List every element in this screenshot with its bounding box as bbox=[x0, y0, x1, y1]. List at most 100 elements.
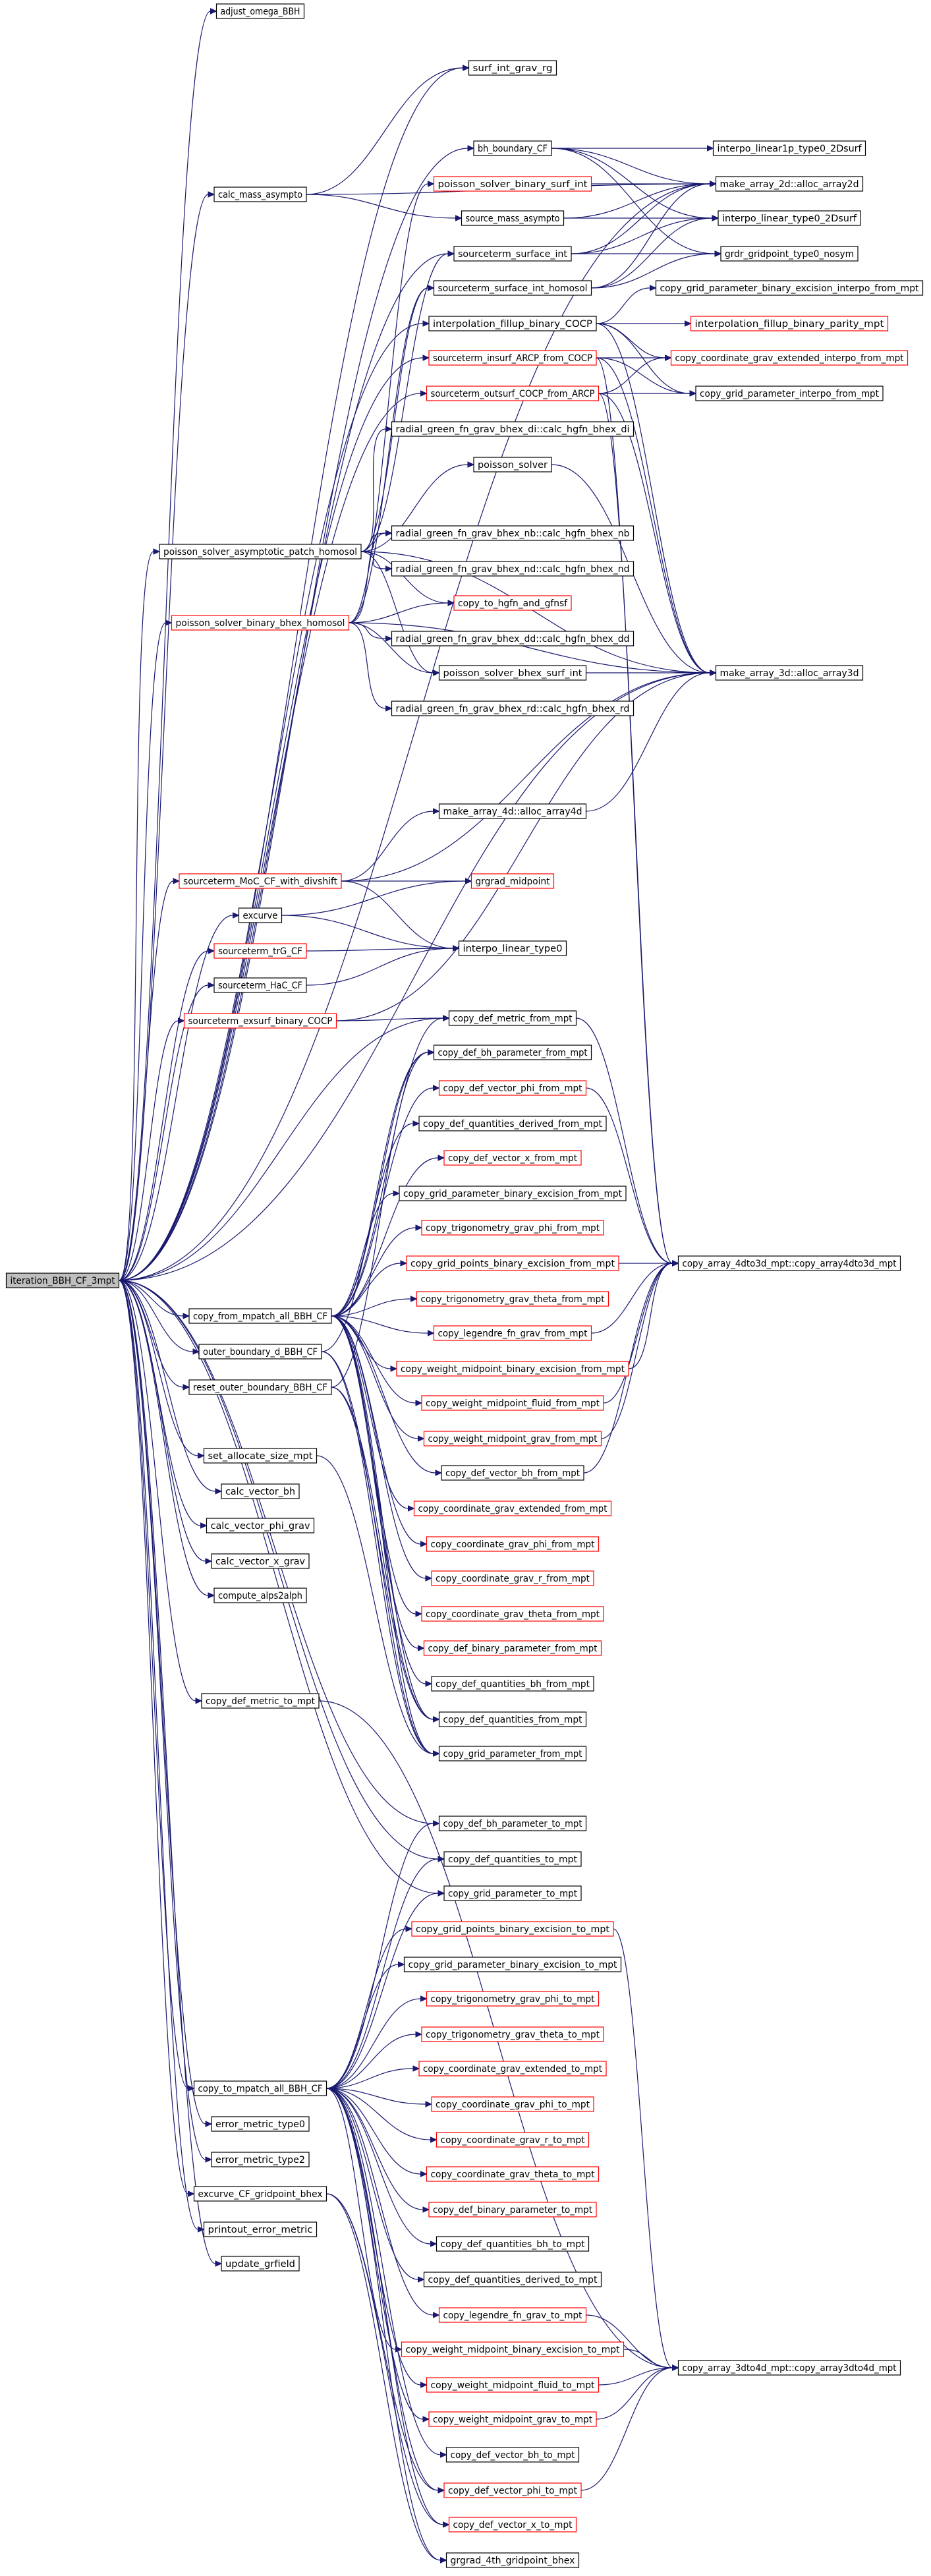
node-grgrad-midpoint[interactable]: grgrad_midpoint bbox=[470, 873, 555, 889]
node-make-array-3d[interactable]: make_array_3d::alloc_array3d bbox=[715, 665, 864, 681]
node-sourceterm-trg[interactable]: sourceterm_trG_CF bbox=[213, 943, 307, 959]
node-source-mass-asympto[interactable]: source_mass_asympto bbox=[461, 210, 565, 226]
node-radial-dd[interactable]: radial_green_fn_grav_bhex_dd::calc_hgfn_… bbox=[391, 631, 635, 646]
node-copy-def-metric-to[interactable]: copy_def_metric_to_mpt bbox=[201, 1693, 320, 1709]
node-calc-mass-asympto[interactable]: calc_mass_asympto bbox=[213, 186, 307, 202]
node-copy-def-vector-bh-from[interactable]: copy_def_vector_bh_from_mpt bbox=[441, 1465, 584, 1481]
node-set-allocate[interactable]: set_allocate_size_mpt bbox=[203, 1448, 318, 1464]
node-calc-vector-bh[interactable]: calc_vector_bh bbox=[221, 1483, 300, 1499]
node-interp-fillup-parity[interactable]: interpolation_fillup_binary_parity_mpt bbox=[690, 316, 889, 331]
node-copy-weight-grav-from[interactable]: copy_weight_midpoint_grav_from_mpt bbox=[423, 1431, 602, 1446]
node-copy-coord-grav-theta-to[interactable]: copy_coordinate_grav_theta_to_mpt bbox=[426, 2166, 600, 2182]
node-bh-boundary-cf[interactable]: bh_boundary_CF bbox=[473, 140, 552, 156]
node-copy-coord-grav-phi-from[interactable]: copy_coordinate_grav_phi_from_mpt bbox=[426, 1536, 600, 1552]
node-poisson-bhex-surf-int[interactable]: poisson_solver_bhex_surf_int bbox=[438, 665, 587, 681]
node-copy-weight-fluid-from[interactable]: copy_weight_midpoint_fluid_from_mpt bbox=[421, 1395, 604, 1411]
node-make-array-4d[interactable]: make_array_4d::alloc_array4d bbox=[438, 803, 587, 819]
node-poisson-solver[interactable]: poisson_solver bbox=[473, 457, 552, 472]
node-copy-grid-param-excision-interpo[interactable]: copy_grid_parameter_binary_excision_inte… bbox=[655, 280, 924, 296]
node-copy-grid-points-excision-to[interactable]: copy_grid_points_binary_excision_to_mpt bbox=[411, 1921, 614, 1937]
node-copy-trig-phi-from[interactable]: copy_trigonometry_grav_phi_from_mpt bbox=[421, 1220, 604, 1236]
node-copy-array-4dto3d[interactable]: copy_array_4dto3d_mpt::copy_array4dto3d_… bbox=[677, 1255, 901, 1271]
node-copy-legendre-to[interactable]: copy_legendre_fn_grav_to_mpt bbox=[438, 2307, 587, 2323]
node-copy-trig-theta-from[interactable]: copy_trigonometry_grav_theta_from_mpt bbox=[416, 1291, 609, 1307]
node-copy-def-quant-from[interactable]: copy_def_quantities_from_mpt bbox=[438, 1711, 587, 1727]
node-copy-grid-param-excision-to[interactable]: copy_grid_parameter_binary_excision_to_m… bbox=[403, 1957, 622, 1972]
node-make-array-2d[interactable]: make_array_2d::alloc_array2d bbox=[715, 176, 864, 192]
node-copy-weight-excision-to[interactable]: copy_weight_midpoint_binary_excision_to_… bbox=[401, 2341, 625, 2357]
node-copy-def-vector-bh-to[interactable]: copy_def_vector_bh_to_mpt bbox=[445, 2447, 580, 2463]
node-copy-trig-theta-to[interactable]: copy_trigonometry_grav_theta_to_mpt bbox=[421, 2026, 604, 2042]
node-poisson-binary-homosol[interactable]: poisson_solver_binary_bhex_homosol bbox=[171, 615, 350, 631]
node-copy-def-quant-derived-from[interactable]: copy_def_quantities_derived_from_mpt bbox=[418, 1116, 607, 1131]
node-copy-def-binary-param-to[interactable]: copy_def_binary_parameter_to_mpt bbox=[428, 2202, 597, 2218]
node-sourceterm-surface-int-homosol[interactable]: sourceterm_surface_int_homosol bbox=[433, 280, 592, 296]
node-copy-def-vector-x-from[interactable]: copy_def_vector_x_from_mpt bbox=[443, 1150, 582, 1166]
node-copy-weight-excision-from[interactable]: copy_weight_midpoint_binary_excision_fro… bbox=[396, 1361, 629, 1377]
node-copy-def-quant-bh-to[interactable]: copy_def_quantities_bh_to_mpt bbox=[436, 2236, 590, 2252]
node-sourceterm-moc[interactable]: sourceterm_MoC_CF_with_divshift bbox=[179, 873, 342, 889]
node-copy-weight-grav-to[interactable]: copy_weight_midpoint_grav_to_mpt bbox=[428, 2411, 597, 2427]
node-excurve-gridpoint[interactable]: excurve_CF_gridpoint_bhex bbox=[193, 2186, 327, 2202]
node-radial-nd[interactable]: radial_green_fn_grav_bhex_nd::calc_hgfn_… bbox=[391, 561, 635, 577]
node-copy-coord-grav-r-to[interactable]: copy_coordinate_grav_r_to_mpt bbox=[436, 2132, 590, 2148]
node-sourceterm-exsurf[interactable]: sourceterm_exsurf_binary_COCP bbox=[183, 1013, 337, 1029]
node-calc-vector-x[interactable]: calc_vector_x_grav bbox=[211, 1553, 310, 1569]
node-grdr-gridpoint[interactable]: grdr_gridpoint_type0_nosym bbox=[720, 246, 859, 262]
node-radial-rd[interactable]: radial_green_fn_grav_bhex_rd::calc_hgfn_… bbox=[391, 701, 635, 716]
node-copy-def-vector-x-to[interactable]: copy_def_vector_x_to_mpt bbox=[448, 2517, 577, 2533]
node-interpo-linear1p[interactable]: interpo_linear1p_type0_2Dsurf bbox=[712, 140, 866, 156]
node-interpo-linear-type0[interactable]: interpo_linear_type0 bbox=[458, 940, 567, 956]
node-printout-error[interactable]: printout_error_metric bbox=[203, 2221, 318, 2237]
node-copy-coord-grav-theta-from[interactable]: copy_coordinate_grav_theta_from_mpt bbox=[421, 1606, 604, 1622]
node-outer-bd[interactable]: outer_boundary_d_BBH_CF bbox=[198, 1344, 322, 1360]
node-sourceterm-surface-int[interactable]: sourceterm_surface_int bbox=[453, 246, 572, 262]
node-grgrad-4th[interactable]: grgrad_4th_gridpoint_bhex bbox=[445, 2552, 580, 2568]
node-surf-int-grav-rg[interactable]: surf_int_grav_rg bbox=[468, 60, 557, 76]
node-excurve[interactable]: excurve bbox=[238, 907, 283, 923]
node-error-metric2[interactable]: error_metric_type2 bbox=[211, 2152, 310, 2167]
node-copy-coord-grav-ext-from[interactable]: copy_coordinate_grav_extended_from_mpt bbox=[413, 1501, 612, 1516]
node-poisson-binary-surf-int[interactable]: poisson_solver_binary_surf_int bbox=[433, 176, 592, 192]
node-error-metric0[interactable]: error_metric_type0 bbox=[211, 2116, 310, 2132]
node-adjust-omega[interactable]: adjust_omega_BBH bbox=[215, 3, 305, 19]
node-copy-def-binary-param-from[interactable]: copy_def_binary_parameter_from_mpt bbox=[423, 1640, 602, 1656]
node-sourceterm-hac[interactable]: sourceterm_HaC_CF bbox=[213, 977, 307, 993]
node-radial-di[interactable]: radial_green_fn_grav_bhex_di::calc_hgfn_… bbox=[391, 421, 635, 437]
node-copy-array-3dto4d[interactable]: copy_array_3dto4d_mpt::copy_array3dto4d_… bbox=[677, 2360, 901, 2376]
node-copy-to-hgfn[interactable]: copy_to_hgfn_and_gfnsf bbox=[453, 595, 572, 611]
node-copy-to-mpatch[interactable]: copy_to_mpatch_all_BBH_CF bbox=[193, 2080, 327, 2096]
node-copy-weight-fluid-to[interactable]: copy_weight_midpoint_fluid_to_mpt bbox=[426, 2377, 600, 2393]
node-compute-alps[interactable]: compute_alps2alph bbox=[213, 1588, 307, 1603]
node-sourceterm-outsurf[interactable]: sourceterm_outsurf_COCP_from_ARCP bbox=[426, 386, 600, 401]
node-radial-nb[interactable]: radial_green_fn_grav_bhex_nb::calc_hgfn_… bbox=[391, 525, 635, 541]
node-copy-grid-points-excision-from[interactable]: copy_grid_points_binary_excision_from_mp… bbox=[406, 1255, 619, 1271]
node-poisson-asym-homosol[interactable]: poisson_solver_asymptotic_patch_homosol bbox=[159, 544, 362, 559]
node-copy-grid-param-excision-from[interactable]: copy_grid_parameter_binary_excision_from… bbox=[399, 1186, 627, 1201]
node-copy-def-bh-param-from[interactable]: copy_def_bh_parameter_from_mpt bbox=[433, 1045, 592, 1060]
node-copy-coord-grav-ext-interpo[interactable]: copy_coordinate_grav_extended_interpo_fr… bbox=[670, 350, 909, 366]
node-copy-grid-param-to[interactable]: copy_grid_parameter_to_mpt bbox=[443, 1885, 582, 1901]
node-copy-legendre-from[interactable]: copy_legendre_fn_grav_from_mpt bbox=[433, 1325, 592, 1341]
node-update-grfield[interactable]: update_grfield bbox=[221, 2256, 300, 2272]
node-copy-grid-param-interpo[interactable]: copy_grid_parameter_interpo_from_mpt bbox=[695, 386, 884, 401]
node-calc-vector-phi[interactable]: calc_vector_phi_grav bbox=[206, 1518, 315, 1533]
node-copy-def-quant-derived-to[interactable]: copy_def_quantities_derived_to_mpt bbox=[423, 2272, 602, 2287]
node-copy-def-vector-phi-from[interactable]: copy_def_vector_phi_from_mpt bbox=[438, 1080, 587, 1096]
node-copy-coord-grav-ext-to[interactable]: copy_coordinate_grav_extended_to_mpt bbox=[418, 2061, 607, 2076]
node-copy-coord-grav-r-from[interactable]: copy_coordinate_grav_r_from_mpt bbox=[431, 1570, 594, 1586]
node-copy-coord-grav-phi-to[interactable]: copy_coordinate_grav_phi_to_mpt bbox=[431, 2096, 594, 2112]
node-label: sourceterm_HaC_CF bbox=[218, 981, 302, 991]
node-copy-from-mpatch[interactable]: copy_from_mpatch_all_BBH_CF bbox=[188, 1308, 332, 1324]
node-copy-grid-param-from[interactable]: copy_grid_parameter_from_mpt bbox=[438, 1746, 587, 1761]
node-copy-def-quant-to[interactable]: copy_def_quantities_to_mpt bbox=[443, 1851, 582, 1867]
node-reset-outer[interactable]: reset_outer_boundary_BBH_CF bbox=[188, 1379, 332, 1395]
node-copy-trig-phi-to[interactable]: copy_trigonometry_grav_phi_to_mpt bbox=[426, 1991, 600, 2007]
node-interp-fillup-cocp[interactable]: interpolation_fillup_binary_COCP bbox=[428, 316, 597, 331]
node-copy-def-vector-phi-to[interactable]: copy_def_vector_phi_to_mpt bbox=[443, 2482, 582, 2498]
node-copy-def-metric-from[interactable]: copy_def_metric_from_mpt bbox=[448, 1010, 577, 1026]
node-sourceterm-insurf[interactable]: sourceterm_insurf_ARCP_from_COCP bbox=[428, 350, 597, 366]
node-copy-def-quant-bh-from[interactable]: copy_def_quantities_bh_from_mpt bbox=[431, 1676, 594, 1692]
node-interpo-linear-2dsurf[interactable]: interpo_linear_type0_2Dsurf bbox=[718, 210, 861, 226]
node-copy-def-bh-param-to[interactable]: copy_def_bh_parameter_to_mpt bbox=[438, 1816, 587, 1831]
